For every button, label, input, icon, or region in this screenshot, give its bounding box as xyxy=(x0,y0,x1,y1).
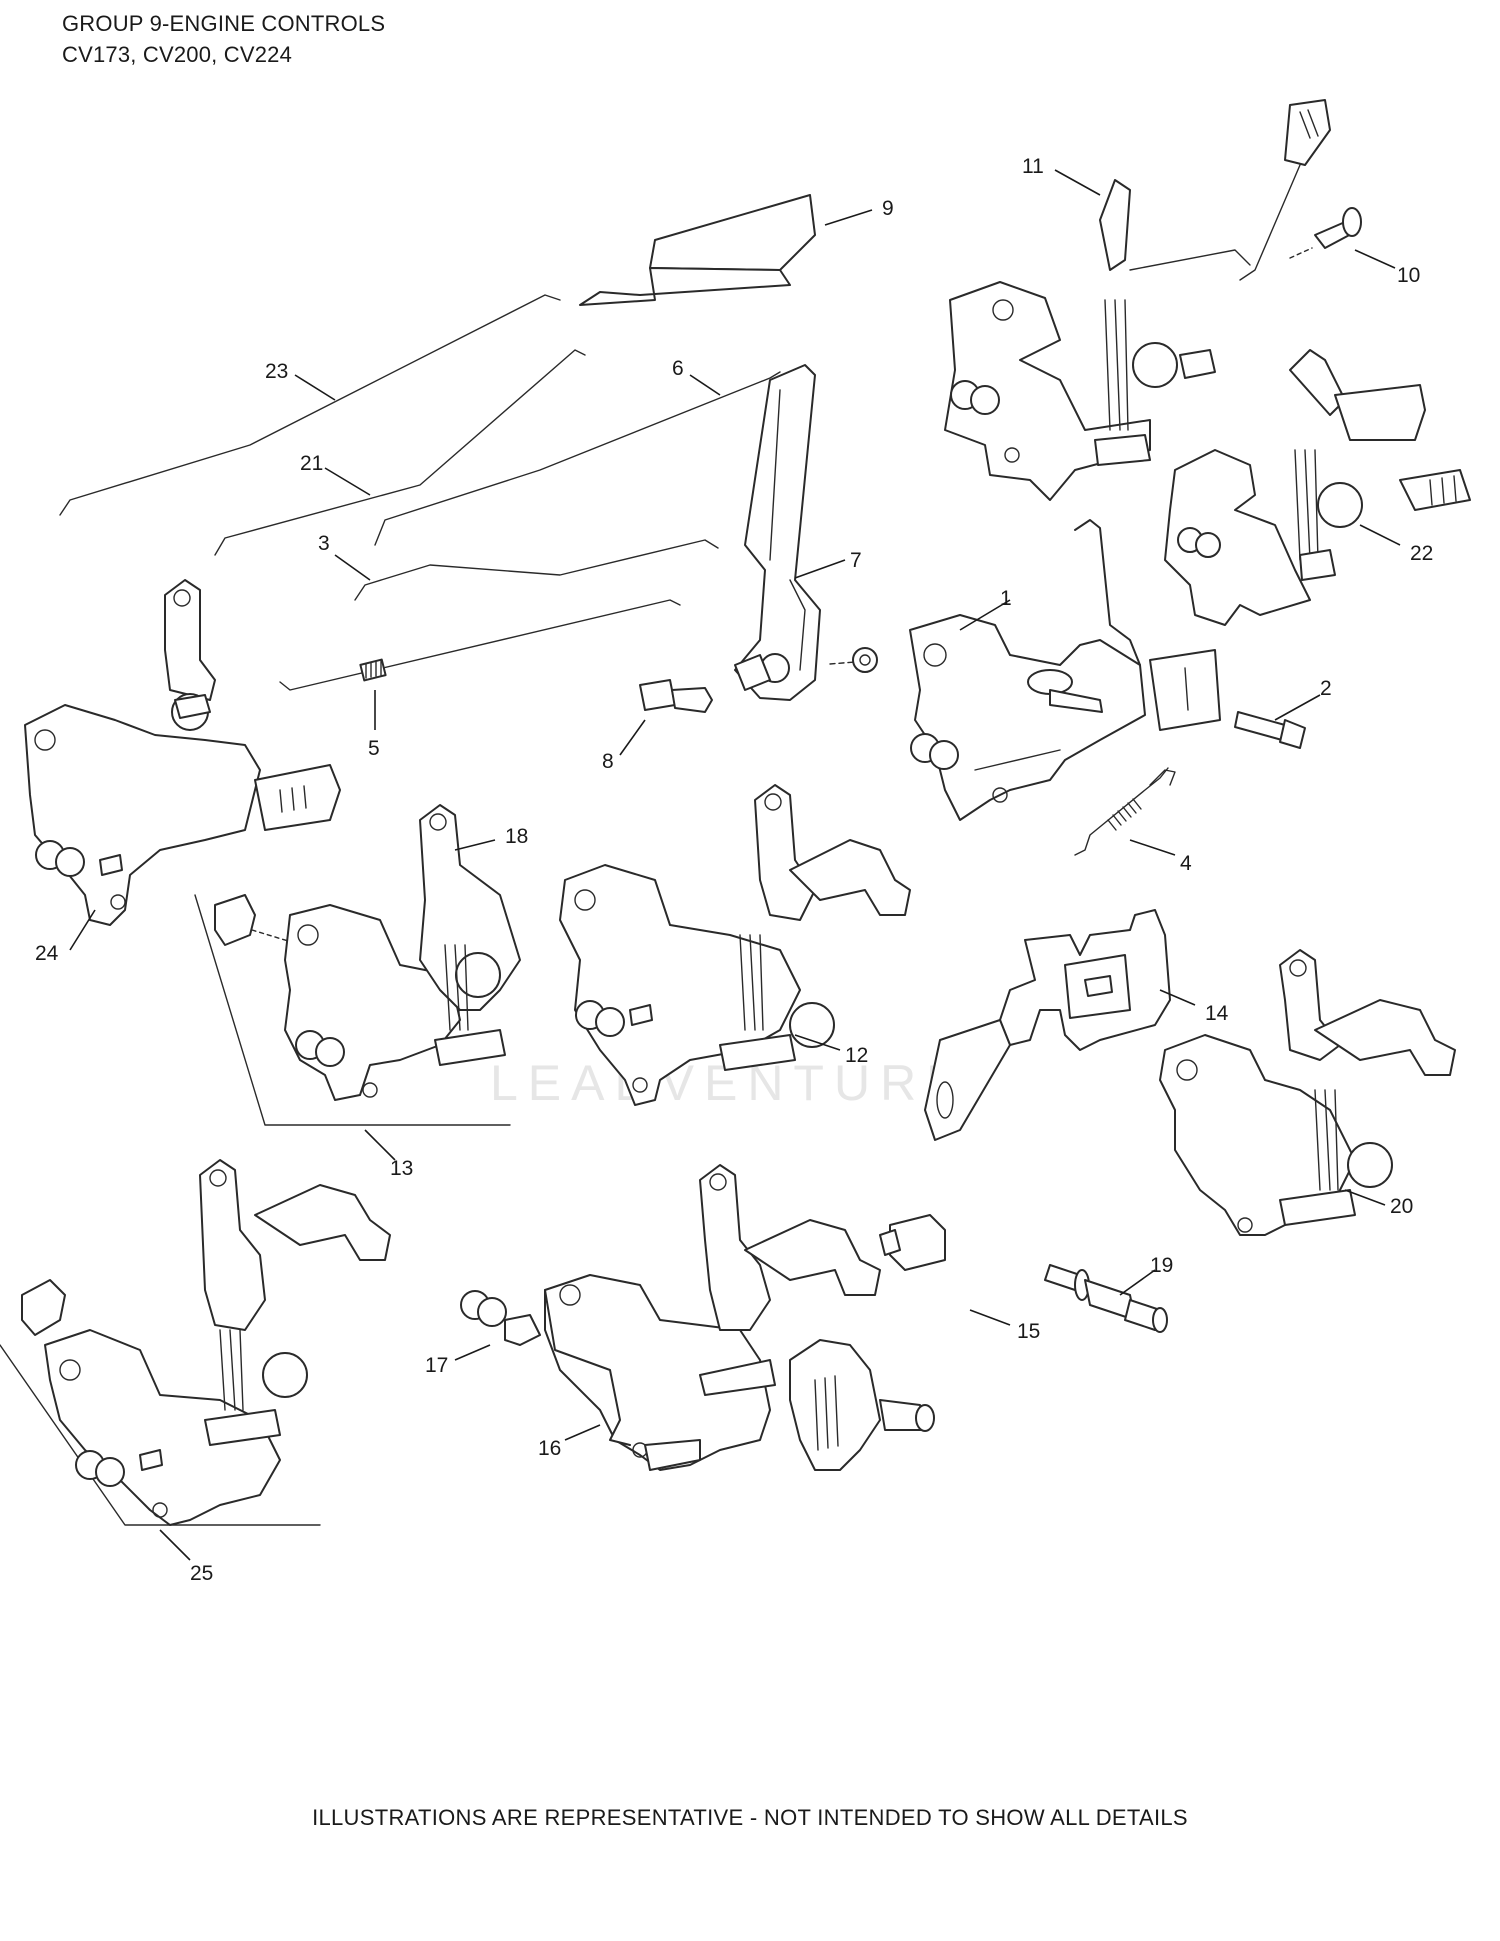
part-14-bracket xyxy=(924,909,1171,1141)
callout-22: 22 xyxy=(1410,542,1433,565)
part-15-assembly xyxy=(544,1164,946,1471)
model-list: CV173, CV200, CV224 xyxy=(62,42,293,67)
part-7-lever xyxy=(734,364,878,701)
callout-19: 19 xyxy=(1150,1254,1173,1277)
part-6-rod xyxy=(374,371,781,546)
callout-2: 2 xyxy=(1320,677,1332,700)
callout-25: 25 xyxy=(190,1562,213,1585)
callout-20: 20 xyxy=(1390,1195,1413,1218)
callout-11: 11 xyxy=(1022,155,1044,178)
callout-7: 7 xyxy=(850,549,862,572)
part-16-bracket xyxy=(544,1289,701,1471)
callout-1: 1 xyxy=(1000,587,1012,610)
part-21-rod xyxy=(214,349,586,556)
callout-15: 15 xyxy=(1017,1320,1040,1343)
callout-3: 3 xyxy=(318,532,330,555)
callout-6: 6 xyxy=(672,357,684,380)
page-header: GROUP 9-ENGINE CONTROLS CV173, CV200, CV… xyxy=(62,8,385,70)
part-20-control-assembly xyxy=(1159,949,1456,1236)
part-23-rod xyxy=(59,294,561,516)
part-11-control-assembly xyxy=(944,99,1331,501)
part-10-pin xyxy=(1289,207,1362,259)
part-2-screw xyxy=(1234,711,1306,749)
callout-10: 10 xyxy=(1397,264,1420,287)
callout-12: 12 xyxy=(845,1044,868,1067)
part-12-control-assembly xyxy=(559,784,911,1106)
callout-9: 9 xyxy=(882,197,894,220)
part-17-clamp xyxy=(460,1290,541,1346)
part-13-assembly-group xyxy=(194,804,521,1126)
callout-labels: 1 2 3 4 5 6 7 8 9 10 11 12 13 14 15 16 1… xyxy=(35,155,1433,1585)
part-3-rod xyxy=(354,539,719,601)
group-title: GROUP 9-ENGINE CONTROLS xyxy=(62,11,386,36)
callout-14: 14 xyxy=(1205,1002,1229,1025)
part-8-clip xyxy=(639,679,713,713)
callout-8: 8 xyxy=(602,750,614,773)
leader-lines xyxy=(69,169,1401,1561)
part-1-bracket xyxy=(909,519,1221,821)
callout-17: 17 xyxy=(425,1354,448,1377)
part-4-spring xyxy=(1074,767,1176,856)
callout-21: 21 xyxy=(300,452,323,475)
part-5-spring-rod xyxy=(279,599,681,691)
part-19-fitting xyxy=(1044,1264,1168,1333)
callout-23: 23 xyxy=(265,360,288,383)
callout-18: 18 xyxy=(505,825,528,848)
part-24-control-assembly xyxy=(24,579,341,926)
part-22-control-assembly xyxy=(1164,349,1471,626)
callout-24: 24 xyxy=(35,942,59,965)
part-9-cover xyxy=(579,194,816,306)
disclaimer-footer: ILLUSTRATIONS ARE REPRESENTATIVE - NOT I… xyxy=(312,1805,1188,1830)
callout-4: 4 xyxy=(1180,852,1192,875)
part-25-assembly-group xyxy=(0,1159,391,1526)
callout-13: 13 xyxy=(390,1157,413,1180)
callout-16: 16 xyxy=(538,1437,561,1460)
callout-5: 5 xyxy=(368,737,380,760)
